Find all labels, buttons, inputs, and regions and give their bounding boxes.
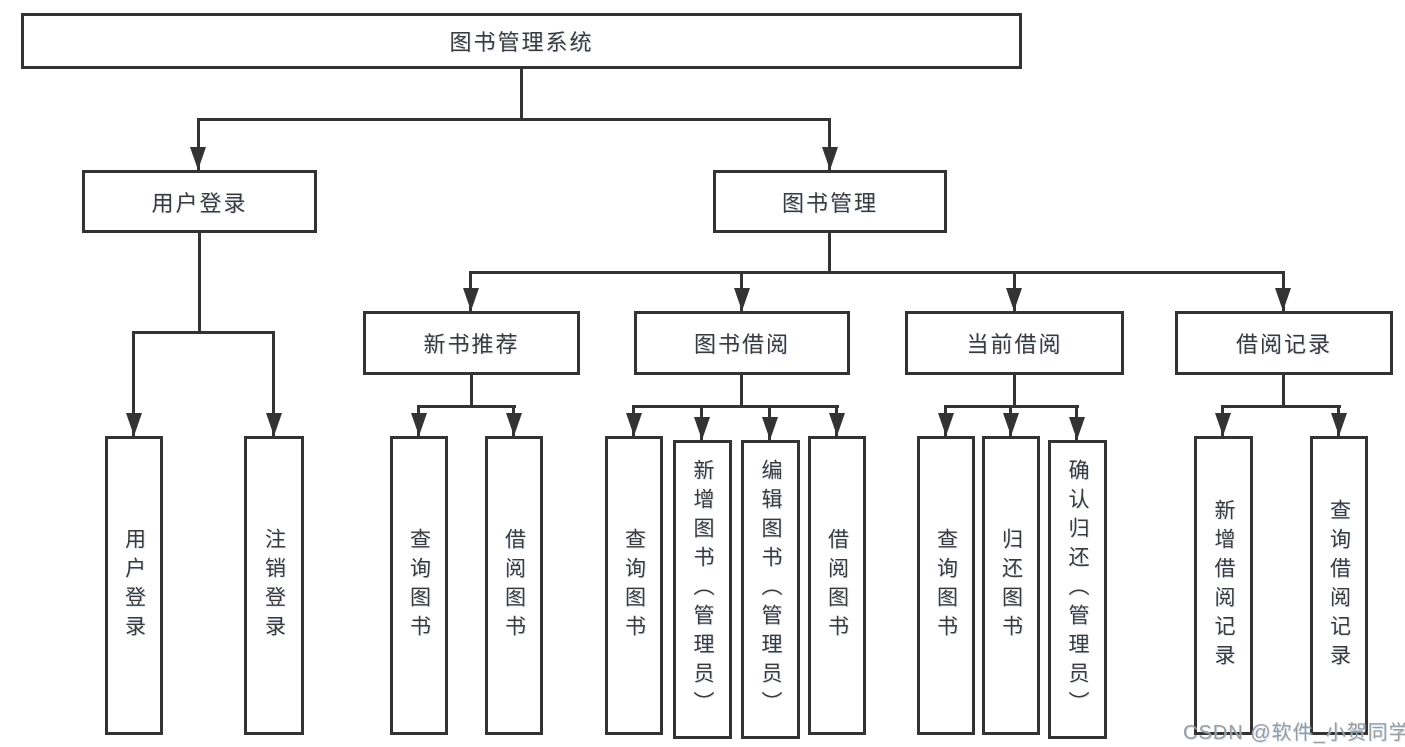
arrow-down-icon — [266, 413, 282, 436]
connector-line — [1221, 405, 1341, 408]
arrow-down-icon — [822, 147, 838, 170]
connector-line — [828, 233, 831, 273]
connector-line — [740, 375, 743, 407]
arrow-down-icon — [463, 288, 479, 311]
arrow-down-icon — [829, 413, 845, 436]
arrow-down-icon — [126, 413, 142, 436]
connector-line — [197, 118, 200, 170]
node-new-book-recommendation: 新书推荐 — [363, 311, 580, 375]
leaf-borrow-books-under-borrowing: 借阅图书 — [808, 436, 866, 735]
arrow-down-icon — [1069, 417, 1085, 440]
connector-line — [132, 331, 135, 436]
node-current-borrowing: 当前借阅 — [905, 311, 1124, 375]
arrow-down-icon — [694, 417, 710, 440]
leaf-borrow-books-under-recommendation: 借阅图书 — [485, 436, 543, 735]
arrow-down-icon — [1215, 413, 1231, 436]
leaf-add-book-admin: 新增图书（管理员） — [673, 440, 732, 739]
connector-line — [1282, 375, 1285, 407]
arrow-down-icon — [1331, 413, 1347, 436]
arrow-down-icon — [734, 288, 750, 311]
connector-line — [632, 405, 839, 408]
node-user-login-branch: 用户登录 — [82, 170, 317, 233]
leaf-query-books-under-recommendation: 查询图书 — [390, 436, 448, 735]
leaf-return-books: 归还图书 — [982, 436, 1040, 735]
connector-line — [417, 405, 516, 408]
arrow-down-icon — [1006, 288, 1022, 311]
leaf-query-books-under-current: 查询图书 — [917, 436, 975, 735]
connector-line — [520, 69, 523, 120]
connector-line — [197, 118, 831, 121]
connector-line — [272, 331, 275, 436]
leaf-confirm-return-admin: 确认归还（管理员） — [1048, 440, 1107, 739]
connector-line — [1013, 375, 1016, 407]
leaf-logout: 注销登录 — [244, 436, 304, 735]
leaf-query-borrow-record: 查询借阅记录 — [1310, 436, 1368, 735]
arrow-down-icon — [938, 413, 954, 436]
arrow-down-icon — [626, 413, 642, 436]
arrow-down-icon — [411, 413, 427, 436]
arrow-down-icon — [1003, 413, 1019, 436]
leaf-user-login: 用户登录 — [105, 436, 163, 735]
arrow-down-icon — [1275, 288, 1291, 311]
connector-line — [469, 271, 1284, 274]
node-borrowing-records: 借阅记录 — [1175, 311, 1393, 375]
leaf-add-borrow-record: 新增借阅记录 — [1194, 436, 1253, 735]
node-library-management-system: 图书管理系统 — [21, 13, 1022, 69]
arrow-down-icon — [762, 417, 778, 440]
csdn-watermark: CSDN @软件_小贺同学 — [1183, 722, 1405, 744]
connector-line — [198, 233, 201, 333]
node-book-management-branch: 图书管理 — [713, 170, 947, 233]
connector-line — [470, 375, 473, 407]
connector-line — [828, 118, 831, 170]
leaf-query-books-under-borrowing: 查询图书 — [605, 436, 663, 735]
arrow-down-icon — [190, 147, 206, 170]
arrow-down-icon — [506, 413, 522, 436]
connector-line — [132, 331, 275, 334]
node-book-borrowing: 图书借阅 — [634, 311, 850, 375]
leaf-edit-book-admin: 编辑图书（管理员） — [741, 440, 800, 739]
